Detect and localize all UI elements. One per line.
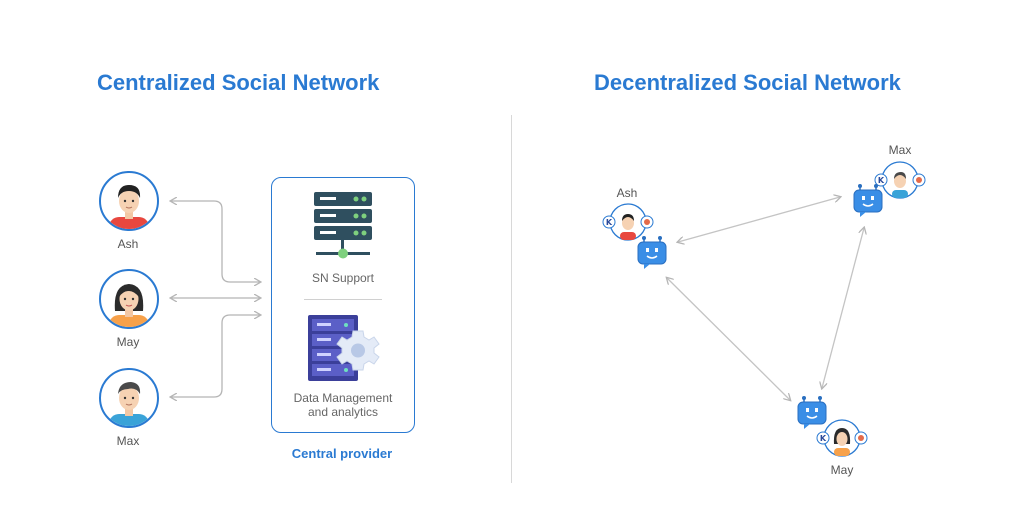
svg-text:K: K	[606, 218, 613, 227]
user-avatar-ash	[99, 171, 159, 231]
ash-may-link	[667, 278, 790, 400]
section-divider	[511, 115, 512, 483]
sn-support-label: SN Support	[311, 271, 375, 285]
analytics-label: and analytics	[307, 405, 379, 419]
central-provider-caption: Central provider	[291, 446, 393, 461]
decentralized-title: Decentralized Social Network	[594, 70, 901, 95]
box-separator	[304, 299, 382, 300]
ash-node-icon: K	[602, 203, 667, 269]
user-avatar-may	[99, 269, 159, 329]
node-max: K	[852, 158, 932, 222]
user-avatar-max	[99, 368, 159, 428]
ash-max-link	[678, 197, 840, 242]
node-label-ash: Ash	[616, 186, 638, 200]
server-rack-icon	[314, 192, 372, 259]
node-ash: K	[600, 202, 672, 272]
central-provider-box: SN Support Data Management and analytics	[271, 177, 415, 433]
node-label-max: Max	[888, 143, 912, 157]
may-node-icon: K	[797, 396, 868, 457]
user-label-ash: Ash	[117, 237, 139, 251]
svg-text:K: K	[820, 434, 827, 443]
centralized-title: Centralized Social Network	[97, 70, 380, 95]
user-label-may: May	[116, 335, 140, 349]
user-label-max: Max	[116, 434, 140, 448]
data-management-label: Data Management	[293, 391, 393, 405]
max-node-icon: K	[853, 161, 926, 217]
svg-text:K: K	[878, 176, 885, 185]
max-provider-arrow	[171, 315, 260, 397]
data-server-gear-icon	[308, 315, 380, 381]
node-label-may: May	[830, 463, 854, 477]
max-may-link	[822, 228, 864, 388]
ash-provider-arrow	[171, 201, 260, 282]
node-may: K	[796, 394, 876, 460]
